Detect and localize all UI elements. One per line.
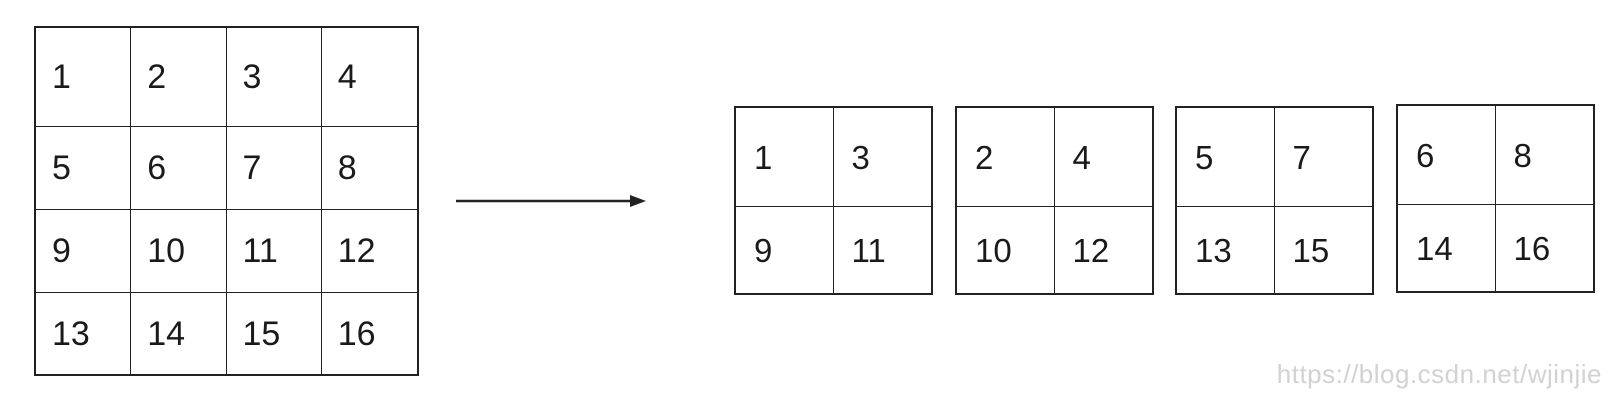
grid-cell: 2	[957, 108, 1055, 207]
grid-cell: 9	[36, 210, 132, 293]
sub-grid-1: 1 3 9 11	[734, 106, 933, 295]
grid-cell: 2	[131, 28, 227, 127]
grid-cell: 7	[226, 127, 322, 210]
right-arrow-icon	[456, 195, 646, 207]
grid-cell: 5	[1177, 108, 1275, 207]
grid-cell: 12	[1072, 231, 1110, 269]
grid-cell: 4	[321, 28, 417, 127]
grid-cell: 7	[1274, 108, 1372, 207]
grid-cell: 1	[36, 28, 132, 127]
grid-cell: 12	[321, 210, 417, 293]
grid-cell: 6	[131, 127, 227, 210]
grid-cell: 15	[1292, 231, 1330, 269]
grid-cell: 8	[321, 127, 417, 210]
sub-grid-4: 6 8 14 16	[1396, 104, 1595, 293]
grid-cell: 11	[226, 210, 322, 293]
grid-cell: 16	[337, 314, 376, 353]
grid-cell: 14	[1398, 205, 1496, 291]
grid-cell: 13	[36, 293, 132, 374]
grid-cell: 4	[1054, 108, 1152, 207]
grid-cell: 13	[1177, 207, 1275, 293]
grid-cell: 1	[736, 108, 834, 207]
grid-cell: 15	[227, 293, 322, 374]
source-grid: 1 2 3 4 5 6 7 8 9 10 11 12 13 14 15 16	[34, 26, 419, 376]
grid-cell: 5	[36, 127, 132, 210]
grid-cell: 3	[226, 28, 322, 127]
grid-cell: 9	[736, 207, 834, 293]
grid-cell: 10	[957, 207, 1055, 293]
grid-cell: 10	[131, 210, 227, 293]
grid-cell: 6	[1398, 106, 1496, 205]
sub-grid-3: 5 7 13 15	[1175, 106, 1374, 295]
grid-cell: 11	[851, 231, 886, 269]
watermark-url: https://blog.csdn.net/wjinjie	[1276, 359, 1602, 389]
sub-grid-2: 2 4 10 12	[955, 106, 1154, 295]
grid-cell: 16	[1513, 229, 1551, 267]
grid-cell: 3	[833, 108, 931, 207]
grid-cell: 8	[1495, 106, 1593, 205]
grid-cell: 14	[131, 293, 227, 374]
